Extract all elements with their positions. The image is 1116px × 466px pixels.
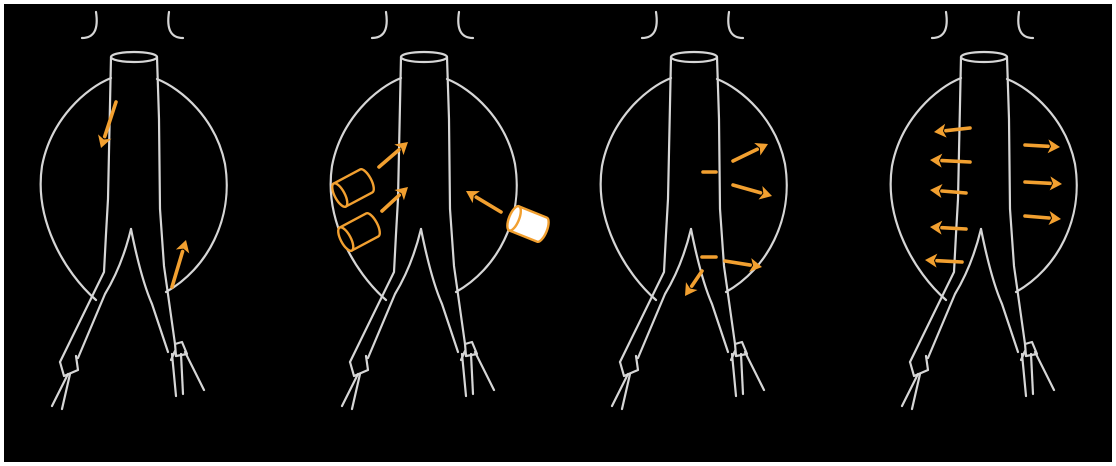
- arrow-shaft: [1025, 216, 1049, 218]
- endoleak-diagram: [4, 4, 1112, 462]
- arrow-shaft: [1025, 145, 1048, 146]
- arrow-shaft: [942, 161, 970, 162]
- arrow-shaft: [1025, 182, 1050, 183]
- arrow-shaft: [942, 191, 966, 193]
- arrow-shaft: [942, 228, 966, 229]
- black-background: [4, 4, 1112, 462]
- arrow-shaft: [937, 261, 962, 262]
